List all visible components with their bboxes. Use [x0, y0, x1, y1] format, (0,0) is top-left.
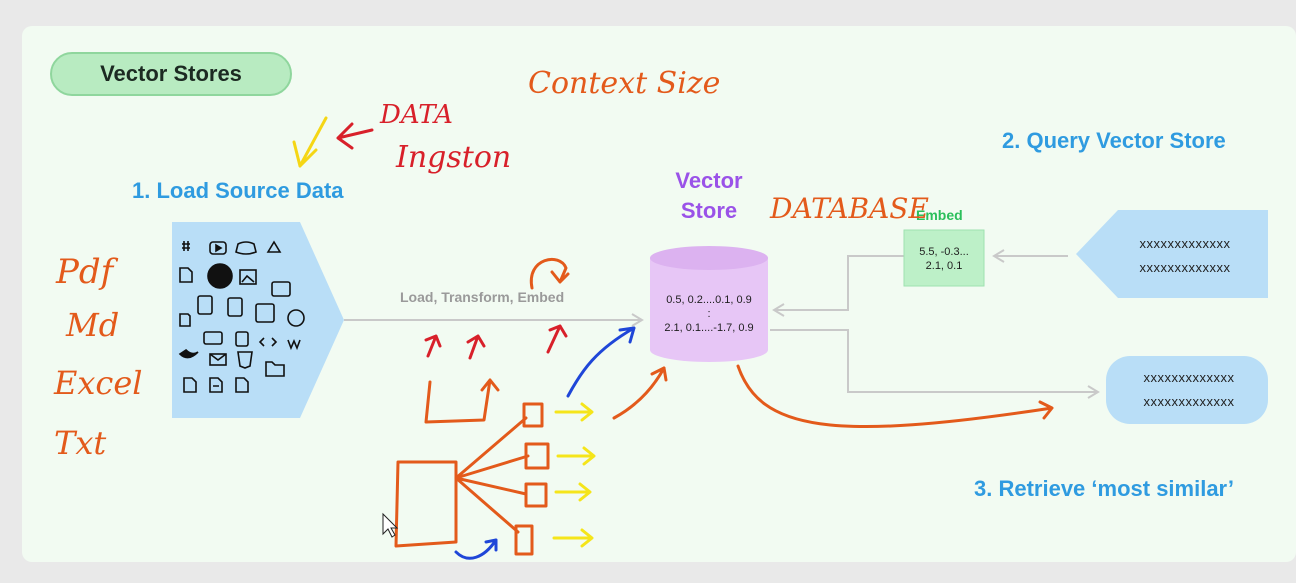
html-icon: [258, 337, 278, 347]
ink-text-data: DATA: [380, 100, 453, 130]
embed-values: 5.5, -0.3... 2.1, 0.1: [904, 245, 984, 273]
twitter-icon: [178, 348, 199, 359]
google-drive-icon: [266, 240, 282, 253]
discord-icon: [235, 241, 257, 255]
css-icon: [237, 351, 253, 369]
vector-store-label-line1: Vector: [675, 168, 743, 193]
query-text: xxxxxxxxxxxxx xxxxxxxxxxxxx: [1112, 232, 1258, 280]
image-icon: [239, 269, 257, 285]
step-3-label: 3. Retrieve ‘most similar’: [974, 476, 1235, 501]
database-values-line3: 2.1, 0.1....-1.7, 0.9: [664, 322, 754, 334]
database-values: 0.5, 0.2....0.1, 0.9 : 2.1, 0.1....-1.7,…: [650, 293, 768, 335]
query-text-line2: xxxxxxxxxxxxx: [1139, 260, 1231, 275]
store-to-result-connector: [770, 329, 1096, 393]
query-text-line1: xxxxxxxxxxxxx: [1139, 236, 1231, 251]
orange-curl-arrow: [529, 257, 570, 290]
ink-format-txt: Txt: [54, 424, 107, 462]
slide-title: Vector Stores: [50, 52, 292, 96]
mouse-cursor-icon: [382, 512, 399, 538]
result-shape: [1106, 356, 1268, 424]
result-text: xxxxxxxxxxxxx xxxxxxxxxxxxx: [1116, 366, 1262, 414]
txt-icon: [255, 303, 275, 323]
pdf-icon: [179, 313, 191, 327]
vector-store-label: Vector Store: [650, 166, 768, 226]
vector-store-label-line2: Store: [680, 198, 738, 223]
yellow-ink-arrow: [292, 116, 328, 168]
embed-box: [903, 229, 985, 287]
vector-database-cylinder: [650, 246, 768, 362]
folder-icon: [265, 361, 285, 377]
ink-text-context-size: Context Size: [528, 66, 721, 101]
source-icons-grid: [178, 240, 305, 393]
slack-icon: [182, 241, 190, 251]
file-lines-icon: [209, 377, 249, 393]
result-text-line2: xxxxxxxxxxxxx: [1143, 394, 1235, 409]
ink-format-pdf: Pdf: [56, 252, 114, 292]
text-file-icon: [183, 377, 197, 393]
ppt-icon: [287, 309, 305, 327]
red-ink-arrow: [336, 122, 374, 150]
youtube-icon: [209, 241, 227, 255]
blue-ink-arrow: [566, 326, 636, 398]
embed-label: Embed: [916, 207, 963, 223]
database-values-line2: :: [707, 308, 711, 320]
step-2-label: 2. Query Vector Store: [1002, 128, 1226, 153]
email-icon: [209, 353, 227, 366]
embed-to-store-connector: [774, 255, 904, 311]
github-icon: [207, 263, 233, 289]
code-file-icon: [235, 331, 249, 347]
embed-values-line1: 5.5, -0.3...: [919, 246, 969, 258]
pipeline-label: Load, Transform, Embed: [400, 289, 565, 305]
file-icon: [179, 267, 193, 283]
ink-text-ingestion: Ingston: [396, 140, 512, 175]
csv-icon: [271, 281, 291, 297]
step-1-label: 1. Load Source Data: [132, 178, 344, 203]
result-text-line1: xxxxxxxxxxxxx: [1143, 370, 1235, 385]
ink-format-md: Md: [66, 306, 120, 344]
json-icon: [227, 297, 243, 317]
ink-format-excel: Excel: [54, 364, 143, 402]
ink-text-database: DATABASE: [770, 192, 929, 225]
database-values-line1: 0.5, 0.2....0.1, 0.9: [666, 294, 752, 306]
markdown-icon: [203, 331, 223, 345]
orange-tree-drawing: [394, 416, 530, 548]
embed-values-line2: 2.1, 0.1: [925, 260, 963, 272]
query-shape: [1076, 210, 1268, 298]
docx-icon: [197, 295, 213, 315]
orange-retrieve-arrow: [736, 364, 1054, 429]
wikipedia-icon: [287, 338, 301, 351]
